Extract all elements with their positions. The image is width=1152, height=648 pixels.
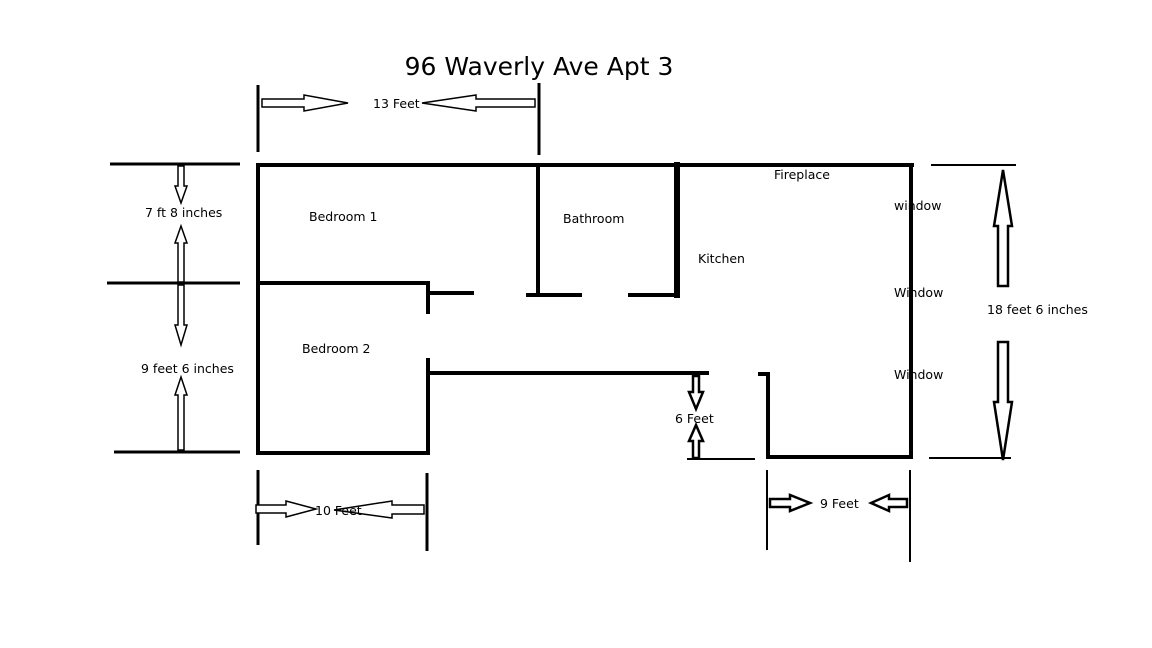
arrow-down-icon (173, 165, 189, 206)
window-label: Window (894, 285, 943, 300)
room-label-bedroom-1: Bedroom 1 (309, 209, 377, 224)
dim-label-bedroom2-height: 9 feet 6 inches (141, 361, 234, 376)
window-label: window (894, 198, 941, 213)
arrow-right-icon (255, 500, 319, 518)
arrow-left-icon (333, 500, 425, 519)
arrow-up-icon (687, 421, 705, 460)
room-labels: Bedroom 1 Bedroom 2 Bathroom Kitchen Fir… (302, 167, 830, 356)
arrow-right-icon (261, 94, 349, 112)
window-label: Window (894, 367, 943, 382)
arrow-left-icon (867, 493, 909, 513)
arrow-down-icon (173, 284, 189, 348)
plan-title: 96 Waverly Ave Apt 3 (405, 52, 674, 81)
arrow-up-icon (992, 169, 1014, 288)
dim-label-bottom-left-width: 10 Feet (315, 503, 362, 518)
dimension-labels: 13 Feet 7 ft 8 inches 9 feet 6 inches 10… (141, 96, 1088, 518)
room-label-fireplace: Fireplace (774, 167, 830, 182)
arrow-up-icon (173, 374, 189, 451)
dim-label-bottom-right-width: 9 Feet (820, 496, 859, 511)
window-labels: window Window Window (894, 198, 943, 382)
room-label-kitchen: Kitchen (698, 251, 745, 266)
walls (256, 162, 914, 459)
dim-label-bedroom1-height: 7 ft 8 inches (145, 205, 222, 220)
dim-label-hall-gap: 6 Feet (675, 411, 714, 426)
arrow-down-icon (992, 340, 1014, 461)
dim-label-top-width: 13 Feet (373, 96, 420, 111)
arrow-right-icon (768, 493, 814, 513)
arrow-left-icon (421, 94, 536, 112)
room-label-bedroom-2: Bedroom 2 (302, 341, 370, 356)
room-label-bathroom: Bathroom (563, 211, 624, 226)
dimension-lines (107, 83, 1016, 562)
dim-label-right-height: 18 feet 6 inches (987, 302, 1088, 317)
arrow-up-icon (173, 223, 189, 283)
arrow-down-icon (687, 374, 705, 413)
dimension-arrows (173, 94, 1014, 519)
